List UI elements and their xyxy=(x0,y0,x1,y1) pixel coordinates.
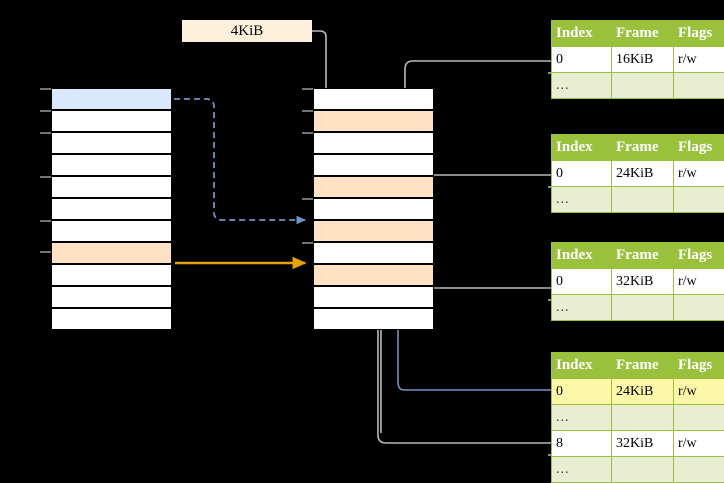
virtual-page-row-2 xyxy=(51,132,172,154)
cell-index: ... xyxy=(552,457,612,483)
cell-flags: r/w xyxy=(674,47,724,73)
cell-flags xyxy=(674,457,724,483)
table-row: ... xyxy=(552,187,724,213)
virtual-page-row-0 xyxy=(51,88,172,110)
cell-flags: r/w xyxy=(674,161,724,187)
cell-index: ... xyxy=(552,405,612,431)
column-header-flags: Flags xyxy=(674,135,724,161)
cell-frame xyxy=(612,187,674,213)
physical-frame-row-5 xyxy=(313,198,434,220)
virtual-page-row-7 xyxy=(51,242,172,264)
virtual-page-row-5 xyxy=(51,198,172,220)
column-header-flags: Flags xyxy=(674,353,724,379)
cell-index: 0 xyxy=(552,47,612,73)
column-header-index: Index xyxy=(552,353,612,379)
virtual-page-row-6 xyxy=(51,220,172,242)
physical-frame-row-10 xyxy=(313,308,434,330)
cell-frame xyxy=(612,405,674,431)
cell-flags xyxy=(674,73,724,99)
physical-frame-row-2 xyxy=(313,132,434,154)
column-header-flags: Flags xyxy=(674,21,724,47)
physical-frame-row-9 xyxy=(313,286,434,308)
cell-index: ... xyxy=(552,295,612,321)
table-row: ... xyxy=(552,295,724,321)
virtual-page-row-1 xyxy=(51,110,172,132)
cell-flags xyxy=(674,187,724,213)
cell-index: ... xyxy=(552,187,612,213)
cell-frame xyxy=(612,457,674,483)
column-header-index: Index xyxy=(552,135,612,161)
table-row: ... xyxy=(552,405,724,431)
cell-frame xyxy=(612,295,674,321)
cell-frame: 16KiB xyxy=(612,47,674,73)
virtual-page-row-10 xyxy=(51,308,172,330)
cell-flags: r/w xyxy=(674,431,724,457)
physical-frame-row-8 xyxy=(313,264,434,286)
column-header-frame: Frame xyxy=(612,135,674,161)
virtual-page-row-4 xyxy=(51,176,172,198)
cell-flags: r/w xyxy=(674,379,724,405)
column-header-flags: Flags xyxy=(674,243,724,269)
physical-frame-row-3 xyxy=(313,154,434,176)
cell-index: 0 xyxy=(552,161,612,187)
virtual-address-space-column xyxy=(51,88,172,330)
cell-index: 8 xyxy=(552,431,612,457)
cell-frame: 24KiB xyxy=(612,379,674,405)
cell-frame xyxy=(612,73,674,99)
cell-frame: 24KiB xyxy=(612,161,674,187)
cell-index: 0 xyxy=(552,379,612,405)
column-header-index: Index xyxy=(552,243,612,269)
table-row: ... xyxy=(552,73,724,99)
physical-frame-row-6 xyxy=(313,220,434,242)
physical-frame-row-4 xyxy=(313,176,434,198)
cell-index: 0 xyxy=(552,269,612,295)
cell-frame: 32KiB xyxy=(612,431,674,457)
column-header-frame: Frame xyxy=(612,353,674,379)
wire-table2-to-frame xyxy=(420,175,551,222)
column-header-frame: Frame xyxy=(612,21,674,47)
physical-frame-row-1 xyxy=(313,110,434,132)
virtual-page-row-8 xyxy=(51,264,172,286)
virtual-page-row-9 xyxy=(51,286,172,308)
wire-virtual-page-to-frame-dashed xyxy=(174,99,305,220)
table-row: ... xyxy=(552,457,724,483)
column-header-frame: Frame xyxy=(612,243,674,269)
physical-frame-row-7 xyxy=(313,242,434,264)
cell-flags: r/w xyxy=(674,269,724,295)
column-header-index: Index xyxy=(552,21,612,47)
page-size-label: 4KiB xyxy=(182,20,312,42)
cell-flags xyxy=(674,295,724,321)
physical-frame-row-0 xyxy=(313,88,434,110)
cell-frame: 32KiB xyxy=(612,269,674,295)
cell-flags xyxy=(674,405,724,431)
physical-memory-column xyxy=(313,88,434,330)
virtual-page-row-3 xyxy=(51,154,172,176)
cell-index: ... xyxy=(552,73,612,99)
